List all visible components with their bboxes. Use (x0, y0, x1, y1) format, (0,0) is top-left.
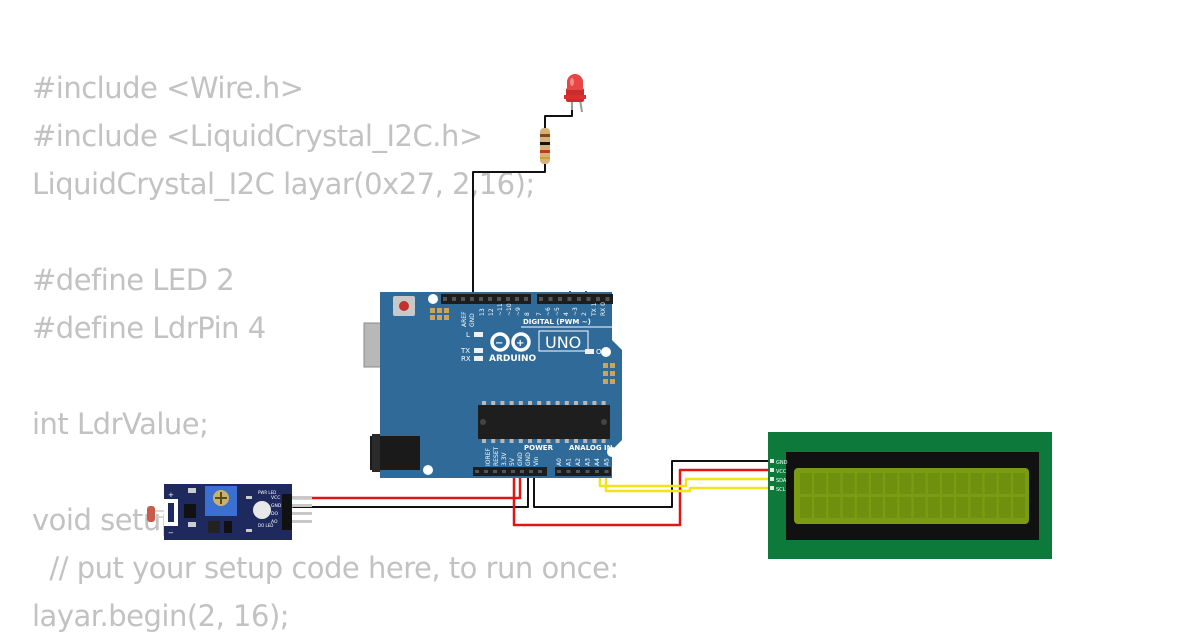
power-pin-label: GND (525, 452, 532, 466)
code-line: int LdrValue; (32, 407, 209, 441)
svg-text:+: + (168, 491, 174, 499)
aref-label: AREF (461, 311, 468, 327)
do-led-label: DO LED (258, 523, 273, 528)
lcd-16x2-display[interactable]: GND VCC SDA SCL (768, 432, 1052, 559)
lcd-pin-label: GND (776, 460, 788, 466)
red-led[interactable] (564, 74, 586, 113)
pwr-led-label: PWR LED (258, 490, 276, 495)
uno-model-label: UNO (545, 333, 581, 352)
digital-pin-label: 4 (563, 312, 570, 316)
svg-text:−: − (495, 338, 503, 349)
tx-led (474, 348, 483, 353)
power-header[interactable] (473, 467, 547, 476)
digital-pin-label: RX 0 (600, 302, 607, 316)
analog-pin-label: A5 (604, 458, 611, 466)
wire-lcd-scl[interactable] (604, 468, 776, 493)
code-line: #define LED 2 (32, 263, 235, 297)
svg-text:+: + (516, 338, 524, 349)
digital-pin-label: ~10 (506, 303, 513, 316)
ldr-pin-label: VCC (271, 495, 280, 501)
lcd-pin-label: SCL (776, 487, 786, 493)
l-led (474, 332, 483, 337)
digital-pin-label: ~6 (545, 307, 552, 316)
analog-pin-label: A0 (556, 458, 563, 466)
power-pin-label: Vin (533, 456, 540, 466)
digital-pin-label: 12 (488, 308, 495, 316)
arduino-infinity-logo (490, 332, 531, 352)
l-led-label: L (466, 331, 470, 339)
power-pin-label: IOREF (485, 448, 492, 466)
sensor-indicator (253, 501, 271, 519)
analog-in-label: ANALOG IN (569, 444, 613, 452)
digital-header-right[interactable] (537, 294, 613, 304)
digital-pin-label: 8 (524, 312, 531, 316)
on-led-label: ON (596, 348, 607, 356)
wire-lcd-vcc[interactable] (512, 468, 776, 527)
lcd-pin-label: SDA (776, 478, 787, 484)
analog-header[interactable] (555, 467, 611, 476)
power-pin-label: RESET (493, 446, 500, 466)
power-pin-label: 3.3V (501, 451, 508, 466)
digital-pin-label: TX 1 (591, 302, 598, 317)
wires (291, 99, 776, 527)
power-label: POWER (524, 444, 554, 452)
code-line: layar.begin(2, 16); (32, 599, 290, 633)
svg-text:−: − (168, 529, 174, 537)
analog-pin-label: A2 (575, 458, 582, 466)
ldr-pin-label: GND (271, 503, 282, 509)
photoresistor (147, 506, 155, 522)
code-line: LiquidCrystal_I2C layar(0x27, 2,16); (32, 167, 535, 201)
analog-pin-label: A4 (594, 458, 601, 466)
digital-pin-label: ~11 (497, 303, 504, 316)
power-pin-label: GND (517, 452, 524, 466)
digital-pin-label: ~3 (572, 307, 579, 316)
arduino-brand-label: ARDUINO (489, 354, 537, 364)
digital-pin-label: ~5 (554, 307, 561, 316)
digital-pin-label: 13 (479, 308, 486, 316)
power-pin-label: 5V (509, 457, 516, 466)
ldr-sensor-module[interactable]: + − PWR LED DO LED VCC GND DO AO (147, 484, 312, 540)
rx-led (474, 356, 483, 361)
code-line: #define LdrPin 4 (32, 311, 266, 345)
digital-pin-label: 7 (536, 312, 543, 316)
wire-resistor-arduino[interactable] (472, 163, 546, 299)
gnd-label: GND (469, 313, 476, 327)
lcd-pin-label: VCC (776, 469, 787, 475)
wire-lcd-sda[interactable] (598, 468, 776, 488)
digital-header-left[interactable] (441, 294, 531, 304)
resistor[interactable] (540, 128, 550, 164)
code-editor-background: #include <Wire.h> #include <LiquidCrystal… (32, 64, 732, 640)
wire-ldr-vcc[interactable] (291, 468, 522, 500)
ldr-pin-label: DO (271, 511, 278, 517)
wire-lcd-gnd[interactable] (533, 460, 775, 508)
tx-led-label: TX (460, 347, 470, 355)
code-line: #include <LiquidCrystal_I2C.h> (32, 119, 483, 153)
digital-pin-label: 2 (581, 312, 588, 316)
rx-led-label: RX (461, 355, 471, 363)
digital-pin-label: ~9 (515, 307, 522, 316)
atmega-chip (478, 405, 610, 439)
analog-pin-label: A3 (585, 458, 592, 466)
code-line: #include <Wire.h> (32, 71, 304, 105)
digital-pwm-label: DIGITAL (PWM ~) (523, 318, 591, 326)
code-line: // put your setup code here, to run once… (32, 551, 619, 585)
on-led (585, 349, 594, 354)
wire-ldr-gnd[interactable] (292, 469, 529, 508)
ldr-pin-label: AO (271, 519, 278, 525)
analog-pin-label: A1 (566, 458, 573, 466)
